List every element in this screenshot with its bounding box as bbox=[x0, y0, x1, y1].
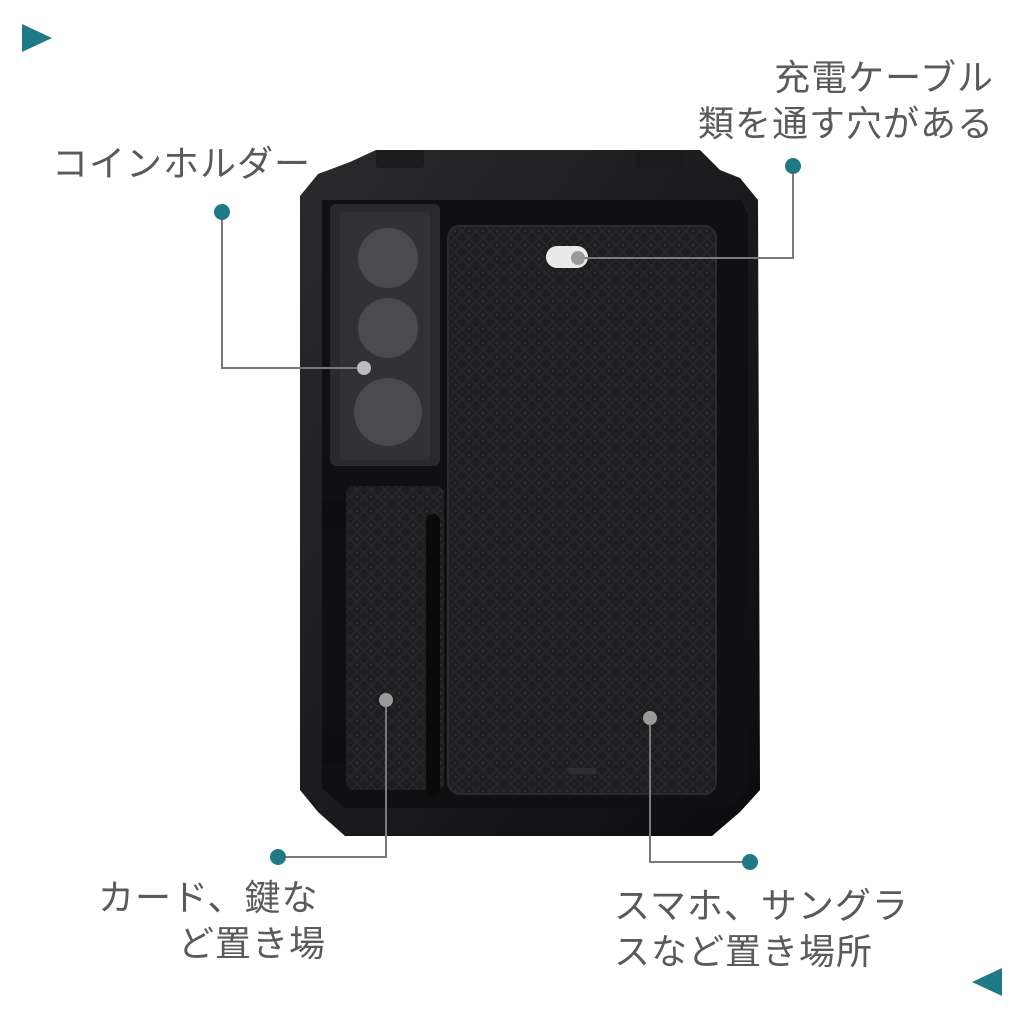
callout-text-line: カード、鍵な bbox=[98, 878, 319, 919]
callout-cable-hole: 充電ケーブル 類を通す穴がある bbox=[698, 56, 994, 148]
phone-mat bbox=[447, 225, 717, 795]
callout-coin-holder: コインホルダー bbox=[52, 142, 311, 188]
callout-dots-teal bbox=[214, 158, 801, 870]
callout-dots-grey bbox=[357, 251, 657, 725]
card-key-area bbox=[322, 486, 444, 796]
callout-text-line: スマホ、サングラ bbox=[614, 886, 909, 927]
callout-text-line: 充電ケーブル bbox=[774, 58, 994, 99]
callout-phone-sunglasses: スマホ、サングラ スなど置き場所 bbox=[614, 884, 909, 976]
callout-leaders bbox=[221, 166, 794, 863]
callout-text-line: 類を通す穴がある bbox=[697, 104, 994, 145]
callout-text-line: ど置き場 bbox=[178, 924, 327, 965]
play-triangle-right-icon bbox=[22, 24, 52, 52]
callout-text-line: スなど置き場所 bbox=[614, 932, 874, 973]
coin-holder bbox=[330, 204, 440, 466]
play-triangle-left-icon bbox=[972, 968, 1002, 996]
callout-text-line: コインホルダー bbox=[52, 144, 312, 185]
callout-card-key: カード、鍵な ど置き場 bbox=[98, 876, 326, 968]
